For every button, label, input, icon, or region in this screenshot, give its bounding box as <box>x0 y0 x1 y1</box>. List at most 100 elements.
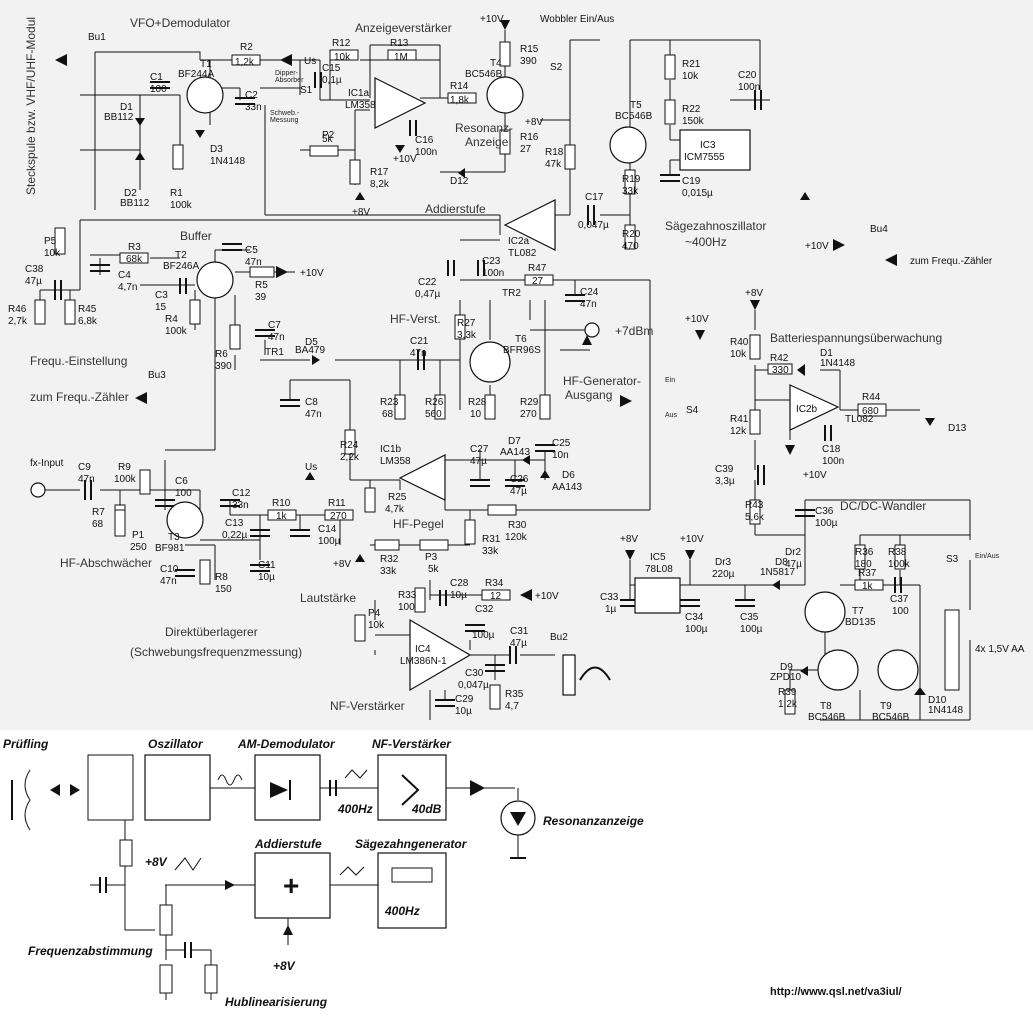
hf-output-jack[interactable] <box>584 322 600 338</box>
r4-value: 100k <box>165 326 188 337</box>
pot-p5[interactable] <box>54 227 66 255</box>
diode-d7 <box>522 455 530 465</box>
pot-p3[interactable] <box>419 539 449 551</box>
section-anzeige: Anzeigeverstärker <box>355 21 452 35</box>
resistor-r27 <box>454 314 466 340</box>
c16-value: 100n <box>415 147 437 158</box>
r38-value: 100k <box>888 559 911 570</box>
potentiometers <box>54 145 449 642</box>
c22-label: C22 <box>418 277 437 288</box>
tr1-label: TR1 <box>265 347 284 358</box>
r30-label: R30 <box>508 520 527 531</box>
r18-label: R18 <box>545 147 564 158</box>
batt-plus8v-label: +8V <box>745 288 763 299</box>
c27-label: C27 <box>470 444 489 455</box>
c12-label: C12 <box>232 488 251 499</box>
dr2-label: Dr2 <box>785 547 802 558</box>
block-hub-label: Hublinearisierung <box>225 995 328 1009</box>
r36-label: R36 <box>855 547 874 558</box>
block-am-demod-label: AM-Demodulator <box>237 737 336 751</box>
section-hf-gen: HF-Generator- <box>563 374 641 388</box>
pot-p4[interactable] <box>354 614 366 642</box>
r4-label: R4 <box>165 314 178 325</box>
d5-label: D5 <box>305 337 318 348</box>
ic4-value: LM386N-1 <box>400 656 447 667</box>
c23-label: C23 <box>482 256 501 267</box>
ic1a-label: IC1a <box>348 88 370 99</box>
resistor-r18 <box>564 144 576 170</box>
ic5-plus10v-arrow-icon <box>685 550 695 560</box>
section-buffer: Buffer <box>180 229 212 243</box>
frequenz-pot[interactable] <box>159 904 173 936</box>
pot-p1[interactable] <box>114 509 126 537</box>
amp-chevron-icon <box>401 774 420 806</box>
block-resonanz-label: Resonanzanzeige <box>543 814 644 828</box>
c20-value: 100n <box>738 82 760 93</box>
ic5-value: 78L08 <box>645 564 673 575</box>
r31-label: R31 <box>482 534 501 545</box>
p2-value: 5k <box>322 134 334 145</box>
ic3-label: IC3 <box>700 140 716 151</box>
resistors <box>34 41 906 715</box>
side-title: Steckspule bzw. VHF/UHF-Modul <box>24 17 38 195</box>
ic2b-label: IC2b <box>796 404 818 415</box>
resistor-r10 <box>267 509 297 521</box>
c2-value: 33n <box>245 102 262 113</box>
batt-plus8v-arrow-icon <box>750 300 760 310</box>
c30-label: C30 <box>465 668 484 679</box>
r16-label: R16 <box>520 132 539 143</box>
osc-tank-circuit <box>87 754 134 821</box>
pot-p2[interactable] <box>309 145 339 157</box>
source-url[interactable]: http://www.qsl.net/va3iul/ <box>770 986 902 998</box>
r22-value: 150k <box>682 116 705 127</box>
am-wave-icon <box>217 774 243 786</box>
section-hf-pegel: HF-Pegel <box>393 517 444 531</box>
r43-label: R43 <box>745 500 764 511</box>
c10-label: C10 <box>160 564 179 575</box>
resistor-r33 <box>414 587 426 613</box>
ramp-icon <box>174 857 202 871</box>
fx-input-label: fx-Input <box>30 458 64 469</box>
headphone-icon <box>579 666 611 681</box>
r20-label: R20 <box>622 229 641 240</box>
transistor-t6 <box>469 341 511 383</box>
amp-ic4 <box>409 618 472 692</box>
resistor-r37 <box>854 579 884 591</box>
c37-value: 100 <box>892 606 909 617</box>
fx-input-jack[interactable] <box>30 482 46 498</box>
s2-label: S2 <box>550 62 563 73</box>
resistor-r44 <box>857 403 887 417</box>
c1-label: C1 <box>150 72 163 83</box>
r44-label: R44 <box>862 392 881 403</box>
resistor-r5 <box>249 266 275 278</box>
coupling-arrow-right-icon <box>70 784 80 796</box>
s4-plus10v-arrow-icon <box>695 330 705 340</box>
resistor-r29 <box>539 394 551 420</box>
c4-label: C4 <box>118 270 131 281</box>
s4-plus10v-label: +10V <box>685 314 709 325</box>
transistor-t8 <box>817 649 859 691</box>
plus10v-bu4-arrow-icon <box>833 239 845 251</box>
dr2-value: 47µ <box>785 559 802 570</box>
r47-value: 27 <box>532 276 544 287</box>
c32-label: C32 <box>475 604 494 615</box>
r35-label: R35 <box>505 689 524 700</box>
saege-out-arrow-icon <box>800 192 810 200</box>
c28-label: C28 <box>450 578 469 589</box>
c38-value: 47µ <box>25 276 42 287</box>
section-wobbler: Wobbler Ein/Aus <box>540 14 614 25</box>
led-icon <box>510 812 526 826</box>
c8-label: C8 <box>305 397 318 408</box>
nf-plus10v-label: +10V <box>535 591 559 602</box>
c14-label: C14 <box>318 524 337 535</box>
headphone-jack-bu2[interactable] <box>562 654 576 696</box>
t1-label: T1 <box>200 59 212 70</box>
c17-value: 0,047µ <box>578 220 609 231</box>
resistor-r11 <box>324 509 354 521</box>
section-lautst: Lautstärke <box>300 591 356 605</box>
resistor-r34 <box>481 589 511 601</box>
resistor-r28 <box>484 394 496 420</box>
transistor-t9 <box>877 649 919 691</box>
c5-label: C5 <box>245 245 258 256</box>
r6-label: R6 <box>215 349 228 360</box>
